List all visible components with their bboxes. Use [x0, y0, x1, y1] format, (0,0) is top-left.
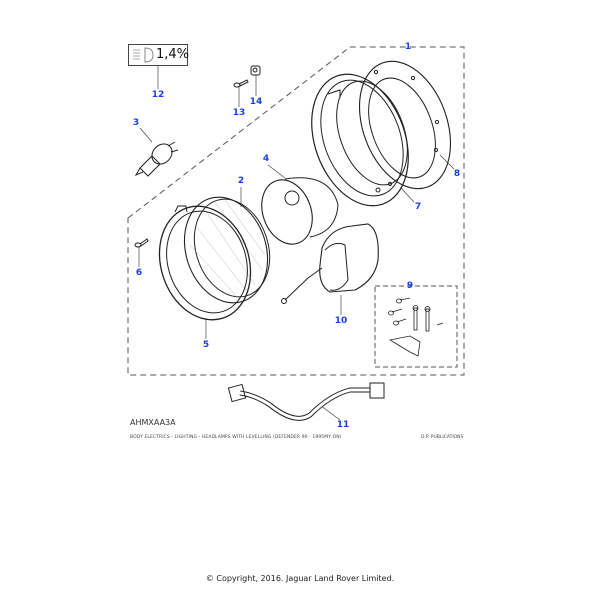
rim-part [158, 205, 252, 321]
callout-7[interactable]: 7 [414, 202, 422, 212]
callout-10[interactable]: 10 [334, 316, 348, 326]
clipnut-14-part [250, 65, 261, 76]
group-boundary-dashed [127, 46, 465, 376]
screw-6-part [134, 238, 149, 248]
copyright-notice: © Copyright, 2016. Jaguar Land Rover Lim… [205, 574, 395, 583]
callout-14[interactable]: 14 [249, 97, 263, 107]
callout-11[interactable]: 11 [336, 420, 350, 430]
callout-2[interactable]: 2 [237, 176, 245, 186]
bulb-part [134, 141, 179, 177]
fixing-kit-parts [388, 297, 444, 357]
light-unit-part [183, 196, 271, 304]
callout-13[interactable]: 13 [232, 108, 246, 118]
levelling-value: 1,4% [156, 47, 190, 62]
callout-3[interactable]: 3 [132, 118, 140, 128]
publisher-label: D.P. PUBLICATIONS [421, 435, 464, 440]
callout-1[interactable]: 1 [404, 42, 412, 52]
callout-9[interactable]: 9 [406, 281, 414, 291]
levelling-motor-part [281, 223, 379, 304]
gasket-part [358, 60, 452, 190]
label-badge: 1,4% [128, 44, 190, 66]
headlamp-beam-icon [133, 47, 154, 63]
headlamp-body-part [311, 73, 409, 207]
kit-boundary-dashed [374, 285, 458, 368]
wiring-harness-part [227, 382, 385, 421]
bowl-part [261, 177, 339, 245]
callout-12[interactable]: 12 [151, 90, 165, 100]
callout-5[interactable]: 5 [202, 340, 210, 350]
reference-code: AHMXAA3A [130, 418, 176, 427]
callout-6[interactable]: 6 [135, 268, 143, 278]
callout-8[interactable]: 8 [453, 169, 461, 179]
diagram-caption: BODY ELECTRICS - LIGHTING - HEADLAMPS WI… [130, 435, 342, 440]
screw-13-part [233, 79, 249, 88]
callout-4[interactable]: 4 [262, 154, 270, 164]
